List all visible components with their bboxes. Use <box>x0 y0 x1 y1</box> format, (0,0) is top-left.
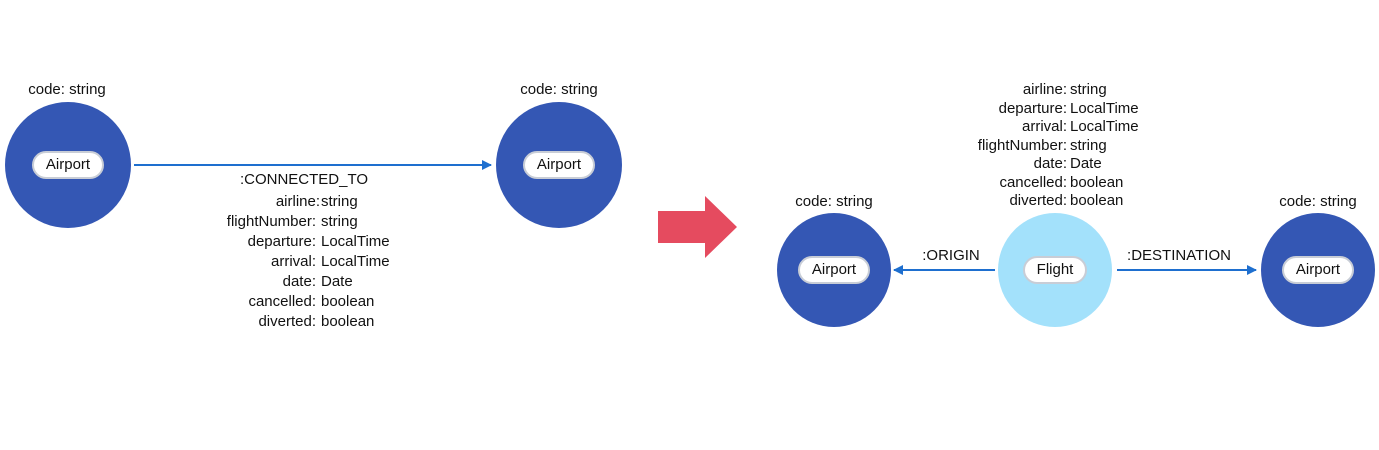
property-type: boolean <box>1070 174 1124 191</box>
connected-to-label: :CONNECTED_TO <box>239 171 369 188</box>
origin-airport-property: code: string <box>795 193 873 210</box>
destination-airport-node[interactable]: Airport <box>1261 213 1375 327</box>
property-type: string <box>321 213 358 230</box>
airport-right-node[interactable]: Airport <box>496 102 622 228</box>
property-type: Date <box>1070 155 1102 172</box>
property-type: string <box>1070 137 1107 154</box>
property-type: boolean <box>321 313 375 330</box>
property-key: diverted: <box>258 313 316 330</box>
airport-left-property: code: string <box>28 81 106 98</box>
property-type: boolean <box>1070 192 1124 209</box>
flight-node[interactable]: Flight <box>998 213 1112 327</box>
airport-right-label: Airport <box>522 151 596 179</box>
property-type: LocalTime <box>321 253 390 270</box>
airport-left-node[interactable]: Airport <box>5 102 131 228</box>
property-key: airline: <box>1022 81 1067 98</box>
property-key: arrival: <box>1021 118 1067 135</box>
transform-arrow-icon <box>658 196 737 258</box>
property-type: LocalTime <box>1070 100 1139 117</box>
property-key: cancelled: <box>999 174 1067 191</box>
property-key: airline: <box>275 193 320 210</box>
property-type: LocalTime <box>321 233 390 250</box>
origin-airport-label: Airport <box>797 256 871 284</box>
airport-right-property: code: string <box>520 81 598 98</box>
property-type: string <box>321 193 358 210</box>
property-type: boolean <box>321 293 375 310</box>
property-key: departure: <box>998 100 1067 117</box>
origin-airport-node[interactable]: Airport <box>777 213 891 327</box>
property-type: LocalTime <box>1070 118 1139 135</box>
airport-left-label: Airport <box>31 151 105 179</box>
property-key: arrival: <box>270 253 316 270</box>
property-key: flightNumber: <box>977 137 1067 154</box>
property-key: departure: <box>247 233 316 250</box>
property-key: flightNumber: <box>226 213 316 230</box>
destination-airport-property: code: string <box>1279 193 1357 210</box>
property-key: date: <box>282 273 316 290</box>
property-type: Date <box>321 273 353 290</box>
origin-label: :ORIGIN <box>922 247 980 264</box>
destination-label: :DESTINATION <box>1127 247 1231 264</box>
destination-airport-label: Airport <box>1281 256 1355 284</box>
property-key: diverted: <box>1009 192 1067 209</box>
property-key: date: <box>1033 155 1067 172</box>
property-type: string <box>1070 81 1107 98</box>
property-key: cancelled: <box>248 293 316 310</box>
flight-label: Flight <box>1022 256 1088 284</box>
